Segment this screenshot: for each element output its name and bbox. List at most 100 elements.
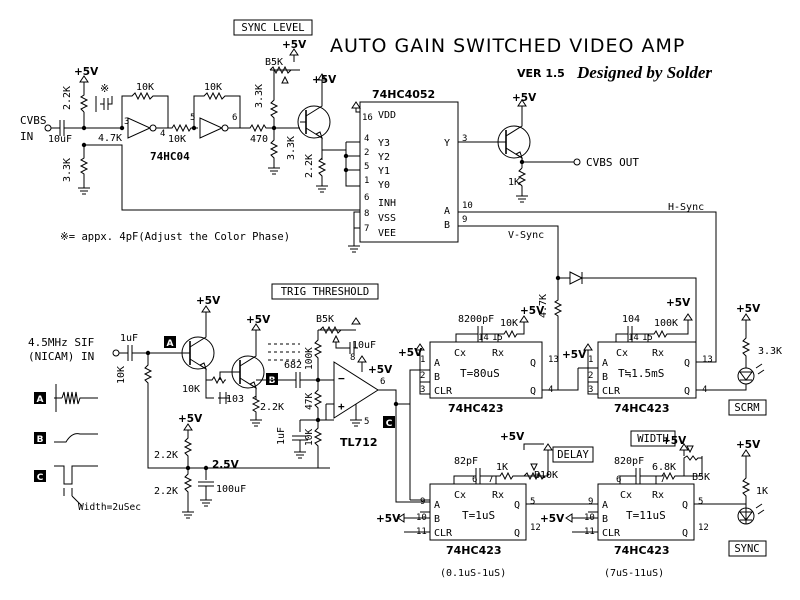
svg-text:100K: 100K: [654, 318, 678, 329]
svg-text:10K: 10K: [136, 82, 154, 93]
svg-text:5: 5: [530, 497, 535, 507]
svg-text:A: A: [602, 358, 608, 369]
svg-text:CLR: CLR: [602, 386, 621, 397]
svg-text:2.2K: 2.2K: [154, 450, 178, 461]
svg-text:B10K: B10K: [534, 470, 558, 481]
svg-text:T≒1.5mS: T≒1.5mS: [618, 367, 664, 380]
svg-text:9: 9: [420, 497, 425, 507]
svg-text:VSS: VSS: [378, 213, 396, 224]
svg-text:6: 6: [364, 193, 369, 203]
svg-text:CLR: CLR: [434, 386, 453, 397]
inverter-chip-label: 74HC04: [150, 150, 190, 163]
svg-text:6: 6: [472, 475, 477, 485]
svg-text:1uF: 1uF: [120, 333, 138, 344]
svg-text:VDD: VDD: [378, 110, 396, 121]
svg-text:+5V: +5V: [246, 314, 271, 326]
cvbs-in-terminal: [44, 124, 52, 132]
svg-text:B: B: [269, 376, 276, 386]
svg-text:VEE: VEE: [378, 228, 396, 239]
svg-text:(0.1uS-1uS): (0.1uS-1uS): [440, 568, 506, 579]
svg-text:Y2: Y2: [378, 152, 390, 163]
svg-text:1: 1: [420, 355, 425, 365]
svg-text:A: A: [444, 206, 450, 217]
svg-text:−: −: [338, 372, 345, 385]
svg-text:T=80uS: T=80uS: [460, 367, 500, 380]
svg-text:2: 2: [364, 148, 369, 158]
svg-text:+5V: +5V: [398, 347, 423, 359]
svg-text:+5V: +5V: [520, 305, 545, 317]
svg-text:+5V: +5V: [662, 435, 687, 447]
svg-text:2.2K: 2.2K: [154, 486, 178, 497]
svg-text:74HC423: 74HC423: [614, 544, 670, 557]
sif-in-label-2: (NICAM) IN: [28, 350, 94, 363]
svg-text:682: 682: [284, 360, 302, 371]
svg-text:3.3K: 3.3K: [62, 158, 73, 182]
svg-text:※: ※: [100, 82, 109, 95]
svg-text:+5V: +5V: [376, 513, 401, 525]
svg-text:3: 3: [462, 134, 467, 144]
svg-text:+5V: +5V: [74, 66, 99, 78]
svg-text:Q: Q: [530, 386, 536, 397]
svg-text:8: 8: [350, 353, 355, 363]
svg-text:Y3: Y3: [378, 138, 390, 149]
svg-text:2.2K: 2.2K: [260, 402, 284, 413]
svg-text:3.3K: 3.3K: [286, 136, 297, 160]
svg-text:Q: Q: [514, 500, 520, 511]
svg-text:13: 13: [548, 355, 559, 365]
svg-text:A: A: [167, 339, 174, 349]
svg-text:+5V: +5V: [736, 303, 761, 315]
svg-text:T=11uS: T=11uS: [626, 509, 666, 522]
svg-text:3.3K: 3.3K: [758, 346, 782, 357]
svg-text:7: 7: [660, 475, 665, 485]
sync-level-transistor: [297, 80, 331, 150]
svg-text:Cx: Cx: [620, 490, 632, 501]
svg-text:Q: Q: [682, 528, 688, 539]
svg-text:4.7K: 4.7K: [538, 294, 549, 318]
svg-text:WIDTH: WIDTH: [637, 433, 669, 445]
svg-text:B: B: [434, 372, 440, 383]
svg-text:B: B: [37, 435, 44, 445]
oneshot-1: Cx Rx A B CLR Q Q T=80uS 74HC423: [429, 341, 543, 415]
color-phase-note: ※= appx. 4pF(Adjust the Color Phase): [60, 231, 290, 243]
svg-text:3: 3: [588, 385, 593, 395]
svg-text:4: 4: [364, 134, 369, 144]
svg-text:15: 15: [642, 333, 653, 343]
waveform-legend: A B C Width=2uSec: [34, 384, 141, 513]
svg-text:2: 2: [588, 371, 593, 381]
svg-text:+: +: [338, 400, 345, 413]
oneshot-delay: Cx Rx A B CLR Q Q T=1uS 74HC423 (0.1uS-1…: [429, 483, 527, 579]
sif-in-terminal: [112, 349, 120, 357]
svg-text:+5V: +5V: [368, 364, 393, 376]
svg-text:A: A: [602, 500, 608, 511]
marker-a: [164, 336, 176, 348]
svg-text:10K: 10K: [500, 318, 518, 329]
svg-text:10K: 10K: [116, 366, 127, 384]
svg-text:10K: 10K: [182, 384, 200, 395]
svg-text:Cx: Cx: [616, 348, 628, 359]
svg-text:2.2K: 2.2K: [304, 154, 315, 178]
svg-text:2.2K: 2.2K: [62, 86, 73, 110]
svg-text:3.3K: 3.3K: [254, 84, 265, 108]
svg-text:Q: Q: [684, 358, 690, 369]
svg-text:+5V: +5V: [282, 39, 307, 51]
oneshot-2: Cx Rx A B CLR Q Q T≒1.5mS 74HC423: [597, 341, 697, 415]
svg-text:1: 1: [364, 176, 369, 186]
svg-text:T=1uS: T=1uS: [462, 509, 495, 522]
svg-text:5: 5: [364, 417, 369, 427]
scrm-label: SCRM: [728, 399, 767, 416]
svg-text:74HC423: 74HC423: [614, 402, 670, 415]
svg-text:7: 7: [488, 475, 493, 485]
svg-text:1: 1: [588, 355, 593, 365]
svg-text:74HC4052: 74HC4052: [372, 88, 435, 101]
sync-level-label: SYNC LEVEL: [233, 19, 313, 36]
svg-text:Q: Q: [530, 358, 536, 369]
designer-label: Designed by Solder: [576, 63, 712, 82]
svg-text:TL712: TL712: [340, 436, 377, 449]
svg-text:B: B: [434, 514, 440, 525]
sync-led: +5V 1K: [736, 439, 768, 525]
svg-text:CLR: CLR: [434, 528, 453, 539]
svg-text:3: 3: [124, 117, 129, 127]
oneshot-width: Cx Rx A B CLR Q Q T=11uS 74HC423 (7uS-11…: [597, 483, 695, 579]
svg-text:9: 9: [462, 215, 467, 225]
